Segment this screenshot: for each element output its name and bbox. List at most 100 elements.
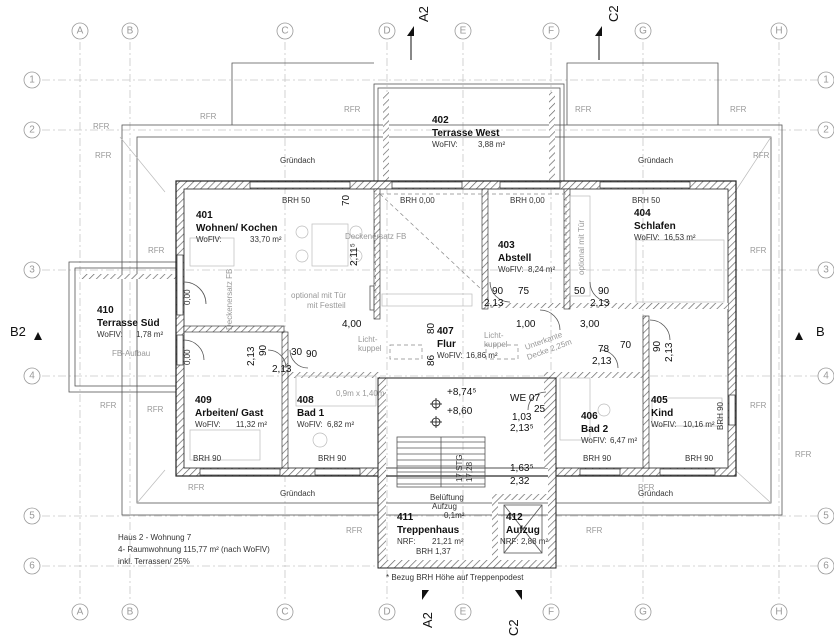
room-409: 409 Arbeiten/ Gast WoFlV: 11,32 m² (195, 395, 267, 429)
svg-text:WoFlV:: WoFlV: (581, 436, 607, 445)
room-402: 402 Terrasse West WoFlV: 3,88 m² (432, 115, 505, 149)
rfr-label: RFR (795, 450, 812, 459)
grid-bubbles-left: 1 2 3 4 5 6 (23, 71, 41, 575)
grid-bubbles-right: 1 2 3 4 5 6 (817, 71, 834, 575)
svg-text:5: 5 (29, 511, 35, 522)
svg-text:2,32: 2,32 (510, 476, 530, 487)
grid-bubble-6: 6 (23, 557, 41, 575)
svg-text:WoFlV:: WoFlV: (634, 233, 660, 242)
svg-text:3: 3 (823, 265, 829, 276)
svg-text:2,13: 2,13 (272, 364, 292, 375)
rfr-label: RFR (730, 105, 747, 114)
grid-bubble-g-bottom: G (634, 603, 652, 621)
room-403: 403 Abstell WoFlV: 8,24 m² (498, 240, 555, 274)
brh-label: BRH 50 (632, 196, 661, 205)
room-411: 411 Treppenhaus NRF: 21,21 m² (397, 512, 464, 546)
svg-text:78: 78 (598, 344, 610, 355)
gruendach-label: Gründach (638, 489, 673, 498)
section-b2-left: B2 (10, 324, 26, 339)
section-a2-top: A2 (416, 6, 431, 22)
svg-text:WoFlV:: WoFlV: (498, 265, 524, 274)
svg-text:E: E (460, 607, 467, 618)
grid-bubble-5: 5 (23, 507, 41, 525)
room-404: 404 Schlafen WoFlV: 16,53 m² (634, 208, 696, 242)
svg-text:Aufzug: Aufzug (506, 525, 540, 536)
svg-text:412: 412 (506, 512, 523, 523)
brh-label: BRH 90 (318, 454, 347, 463)
svg-text:3: 3 (29, 265, 35, 276)
lichtkuppel-label-2: kuppel (484, 340, 508, 349)
grid-bubbles-bottom: A B C D E F G H (71, 603, 788, 621)
svg-text:86: 86 (426, 354, 437, 366)
svg-text:404: 404 (634, 208, 651, 219)
svg-text:B: B (127, 26, 134, 37)
svg-text:407: 407 (437, 326, 454, 337)
grid-bubble-4-right: 4 (817, 367, 834, 385)
svg-text:90: 90 (306, 349, 318, 360)
svg-text:403: 403 (498, 240, 515, 251)
svg-text:5: 5 (823, 511, 829, 522)
svg-text:F: F (548, 607, 554, 618)
svg-text:3,00: 3,00 (580, 319, 600, 330)
gruendach-label: Gründach (280, 489, 315, 498)
section-c2-top: C2 (606, 5, 621, 22)
deckenersatz-vertical-label: Deckenersatz FB (225, 269, 234, 330)
svg-text:2,88 m²: 2,88 m² (521, 537, 548, 546)
svg-text:90: 90 (492, 286, 504, 297)
rfr-label: RFR (346, 526, 363, 535)
rfr-label: RFR (750, 401, 767, 410)
rfr-label: RFR (575, 105, 592, 114)
rfr-label: RFR (586, 526, 603, 535)
room-407: 407 Flur WoFlV: 16,86 m² (437, 326, 498, 360)
svg-text:Bad 2: Bad 2 (581, 424, 609, 435)
stair-treads (397, 441, 485, 485)
svg-text:70: 70 (620, 340, 632, 351)
brh-label-vertical: 0,00 (183, 289, 192, 305)
grid-bubble-d: D (378, 22, 396, 40)
grid-bubble-b: B (121, 22, 139, 40)
svg-text:WoFlV:: WoFlV: (196, 235, 222, 244)
terrace-sued-rail (80, 274, 178, 279)
section-a2-bottom: A2 (420, 612, 435, 628)
svg-text:Terrasse Süd: Terrasse Süd (97, 318, 160, 329)
optional-vertical-label: optional mit Tür (577, 220, 586, 275)
svg-text:Schlafen: Schlafen (634, 221, 676, 232)
apartment-info: Haus 2 - Wohnung 7 4- Raumwohnung 115,77… (118, 533, 270, 566)
svg-text:Bad 1: Bad 1 (297, 408, 325, 419)
grid-bubble-e: E (454, 22, 472, 40)
rfr-label: RFR (148, 246, 165, 255)
grid-bubble-1-right: 1 (817, 71, 834, 89)
room-405: 405 Kind WoFlV: 10,16 m² (651, 395, 715, 429)
svg-text:402: 402 (432, 115, 449, 126)
grid-bubble-f-bottom: F (542, 603, 560, 621)
svg-text:1,00: 1,00 (516, 319, 536, 330)
svg-text:4,00: 4,00 (342, 319, 362, 330)
grid-bubble-3-right: 3 (817, 261, 834, 279)
gruendach-label: Gründach (280, 156, 315, 165)
svg-text:H: H (775, 26, 782, 37)
brh-label: BRH 90 (583, 454, 612, 463)
section-b2-right: B (816, 324, 825, 339)
dimension-texts: 70 2,11⁵ 90 2,13 75 50 90 2,13 4,00 80 1… (246, 194, 675, 487)
svg-text:2,13: 2,13 (246, 346, 257, 366)
stair-count-label: 17 STG (455, 454, 464, 482)
svg-text:Abstell: Abstell (498, 253, 532, 264)
svg-text:Kind: Kind (651, 408, 673, 419)
svg-text:WoFlV:: WoFlV: (437, 351, 463, 360)
rfr-label: RFR (344, 105, 361, 114)
info-line-2: 4- Raumwohnung 115,77 m² (nach WoFlV) (118, 545, 270, 554)
svg-text:411: 411 (397, 512, 414, 523)
svg-text:C: C (281, 26, 288, 37)
info-line-1: Haus 2 - Wohnung 7 (118, 533, 192, 542)
terrace-west-rail-left (383, 92, 389, 182)
rfr-label: RFR (200, 112, 217, 121)
svg-text:NRF:: NRF: (500, 537, 519, 546)
svg-text:90: 90 (258, 344, 269, 356)
svg-text:6: 6 (823, 561, 829, 572)
svg-text:Flur: Flur (437, 339, 456, 350)
rfr-label: RFR (147, 405, 164, 414)
svg-text:50: 50 (574, 286, 586, 297)
svg-text:409: 409 (195, 395, 212, 406)
svg-text:WoFlV:: WoFlV: (97, 330, 123, 339)
fb-aufbau-label: FB-Aufbau (112, 349, 150, 358)
